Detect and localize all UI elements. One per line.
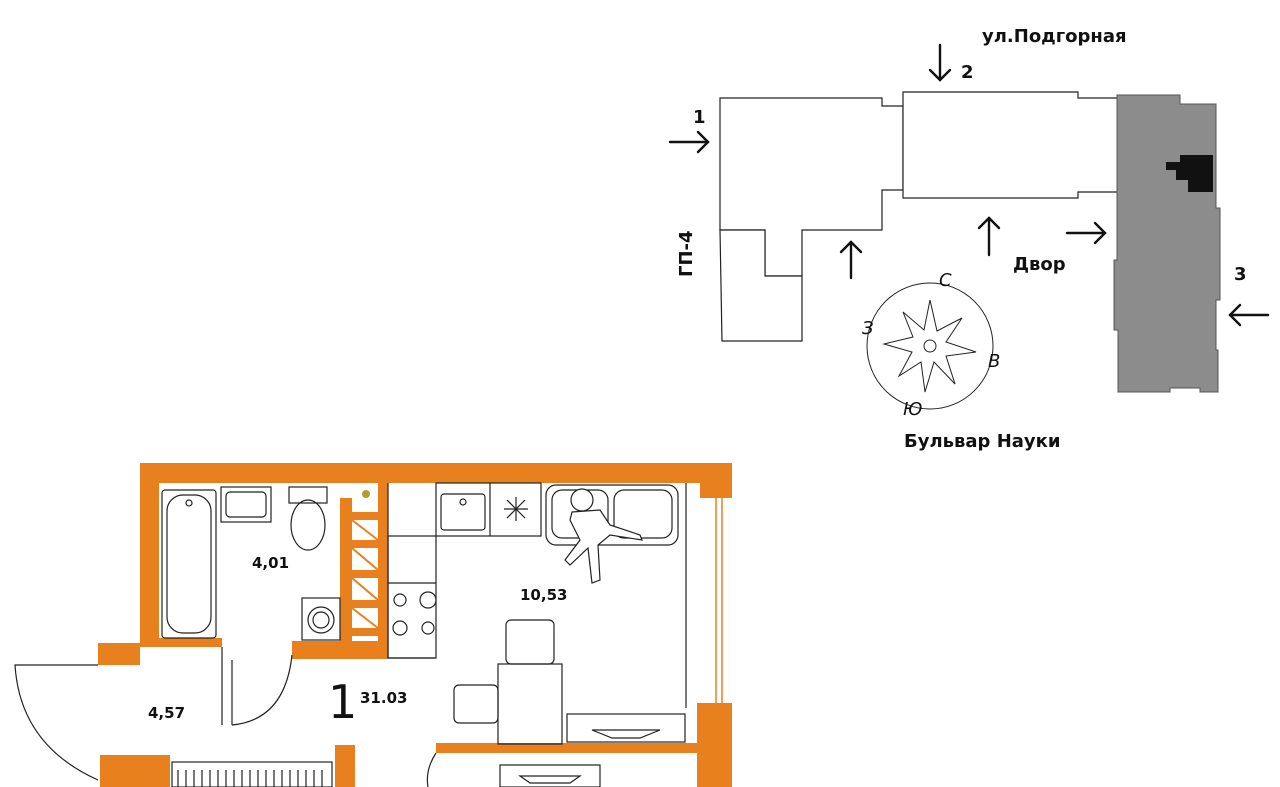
- ventilation-shaft: [351, 519, 379, 629]
- entrance-door: [14, 664, 99, 781]
- window: [715, 498, 723, 703]
- riser-icon: [362, 490, 370, 498]
- washing-machine-icon: [301, 597, 341, 641]
- compass-ring: [866, 282, 994, 410]
- building-block-gp4: [719, 229, 803, 342]
- bathroom-area: 4,01: [252, 554, 289, 572]
- walls: [98, 463, 732, 787]
- arrow-left-icon: [1228, 303, 1270, 327]
- stove-icon: [392, 591, 437, 636]
- bathroom-door: [231, 654, 293, 726]
- person-icon: [564, 488, 643, 584]
- arrow-right-icon: [668, 130, 710, 154]
- hallway-area: 4,57: [148, 704, 185, 722]
- compass-east: В: [988, 351, 1000, 372]
- arrow-right-icon: [1065, 221, 1107, 245]
- compass: С В Ю З: [862, 270, 1000, 420]
- entrance-1-label: 1: [693, 107, 706, 128]
- compass-west: З: [862, 318, 874, 339]
- site-plan: ул.Подгорная Бульвар Науки Двор ГП-4 1 2…: [668, 26, 1270, 452]
- floor-plan: 4,01 10,53 4,57 1 31.03: [14, 463, 732, 787]
- arrow-up-icon: [977, 216, 1001, 257]
- arrow-down-icon: [928, 43, 952, 82]
- yard-label: Двор: [1013, 254, 1066, 275]
- entrance-2-label: 2: [961, 62, 974, 83]
- fridge-icon: [504, 497, 528, 521]
- desk-icon: [453, 619, 563, 745]
- bed-icon: [499, 764, 601, 787]
- highlighted-building: [1113, 94, 1221, 393]
- radiator-icon: [171, 761, 333, 787]
- entrance-3-label: 3: [1234, 264, 1247, 285]
- compass-north: С: [939, 270, 952, 291]
- building-label: ГП-4: [676, 230, 697, 277]
- total-area: 31.03: [360, 689, 407, 707]
- room-door: [426, 752, 437, 787]
- rooms-count: 1: [328, 675, 357, 729]
- arrow-up-icon: [839, 240, 863, 280]
- apartment-location-marker: [1166, 155, 1213, 192]
- sofa-icon: [545, 484, 679, 546]
- building-block-middle: [902, 91, 1119, 199]
- bathtub-icon: [161, 489, 217, 639]
- kitchen-sink-icon: [440, 493, 486, 531]
- sink-icon: [220, 486, 272, 523]
- compass-south: Ю: [903, 399, 922, 420]
- toilet-icon: [288, 486, 328, 551]
- street-bottom-label: Бульвар Науки: [904, 431, 1060, 452]
- tv-stand-icon: [566, 713, 686, 743]
- main-room-area: 10,53: [520, 586, 567, 604]
- street-top-label: ул.Подгорная: [982, 26, 1127, 47]
